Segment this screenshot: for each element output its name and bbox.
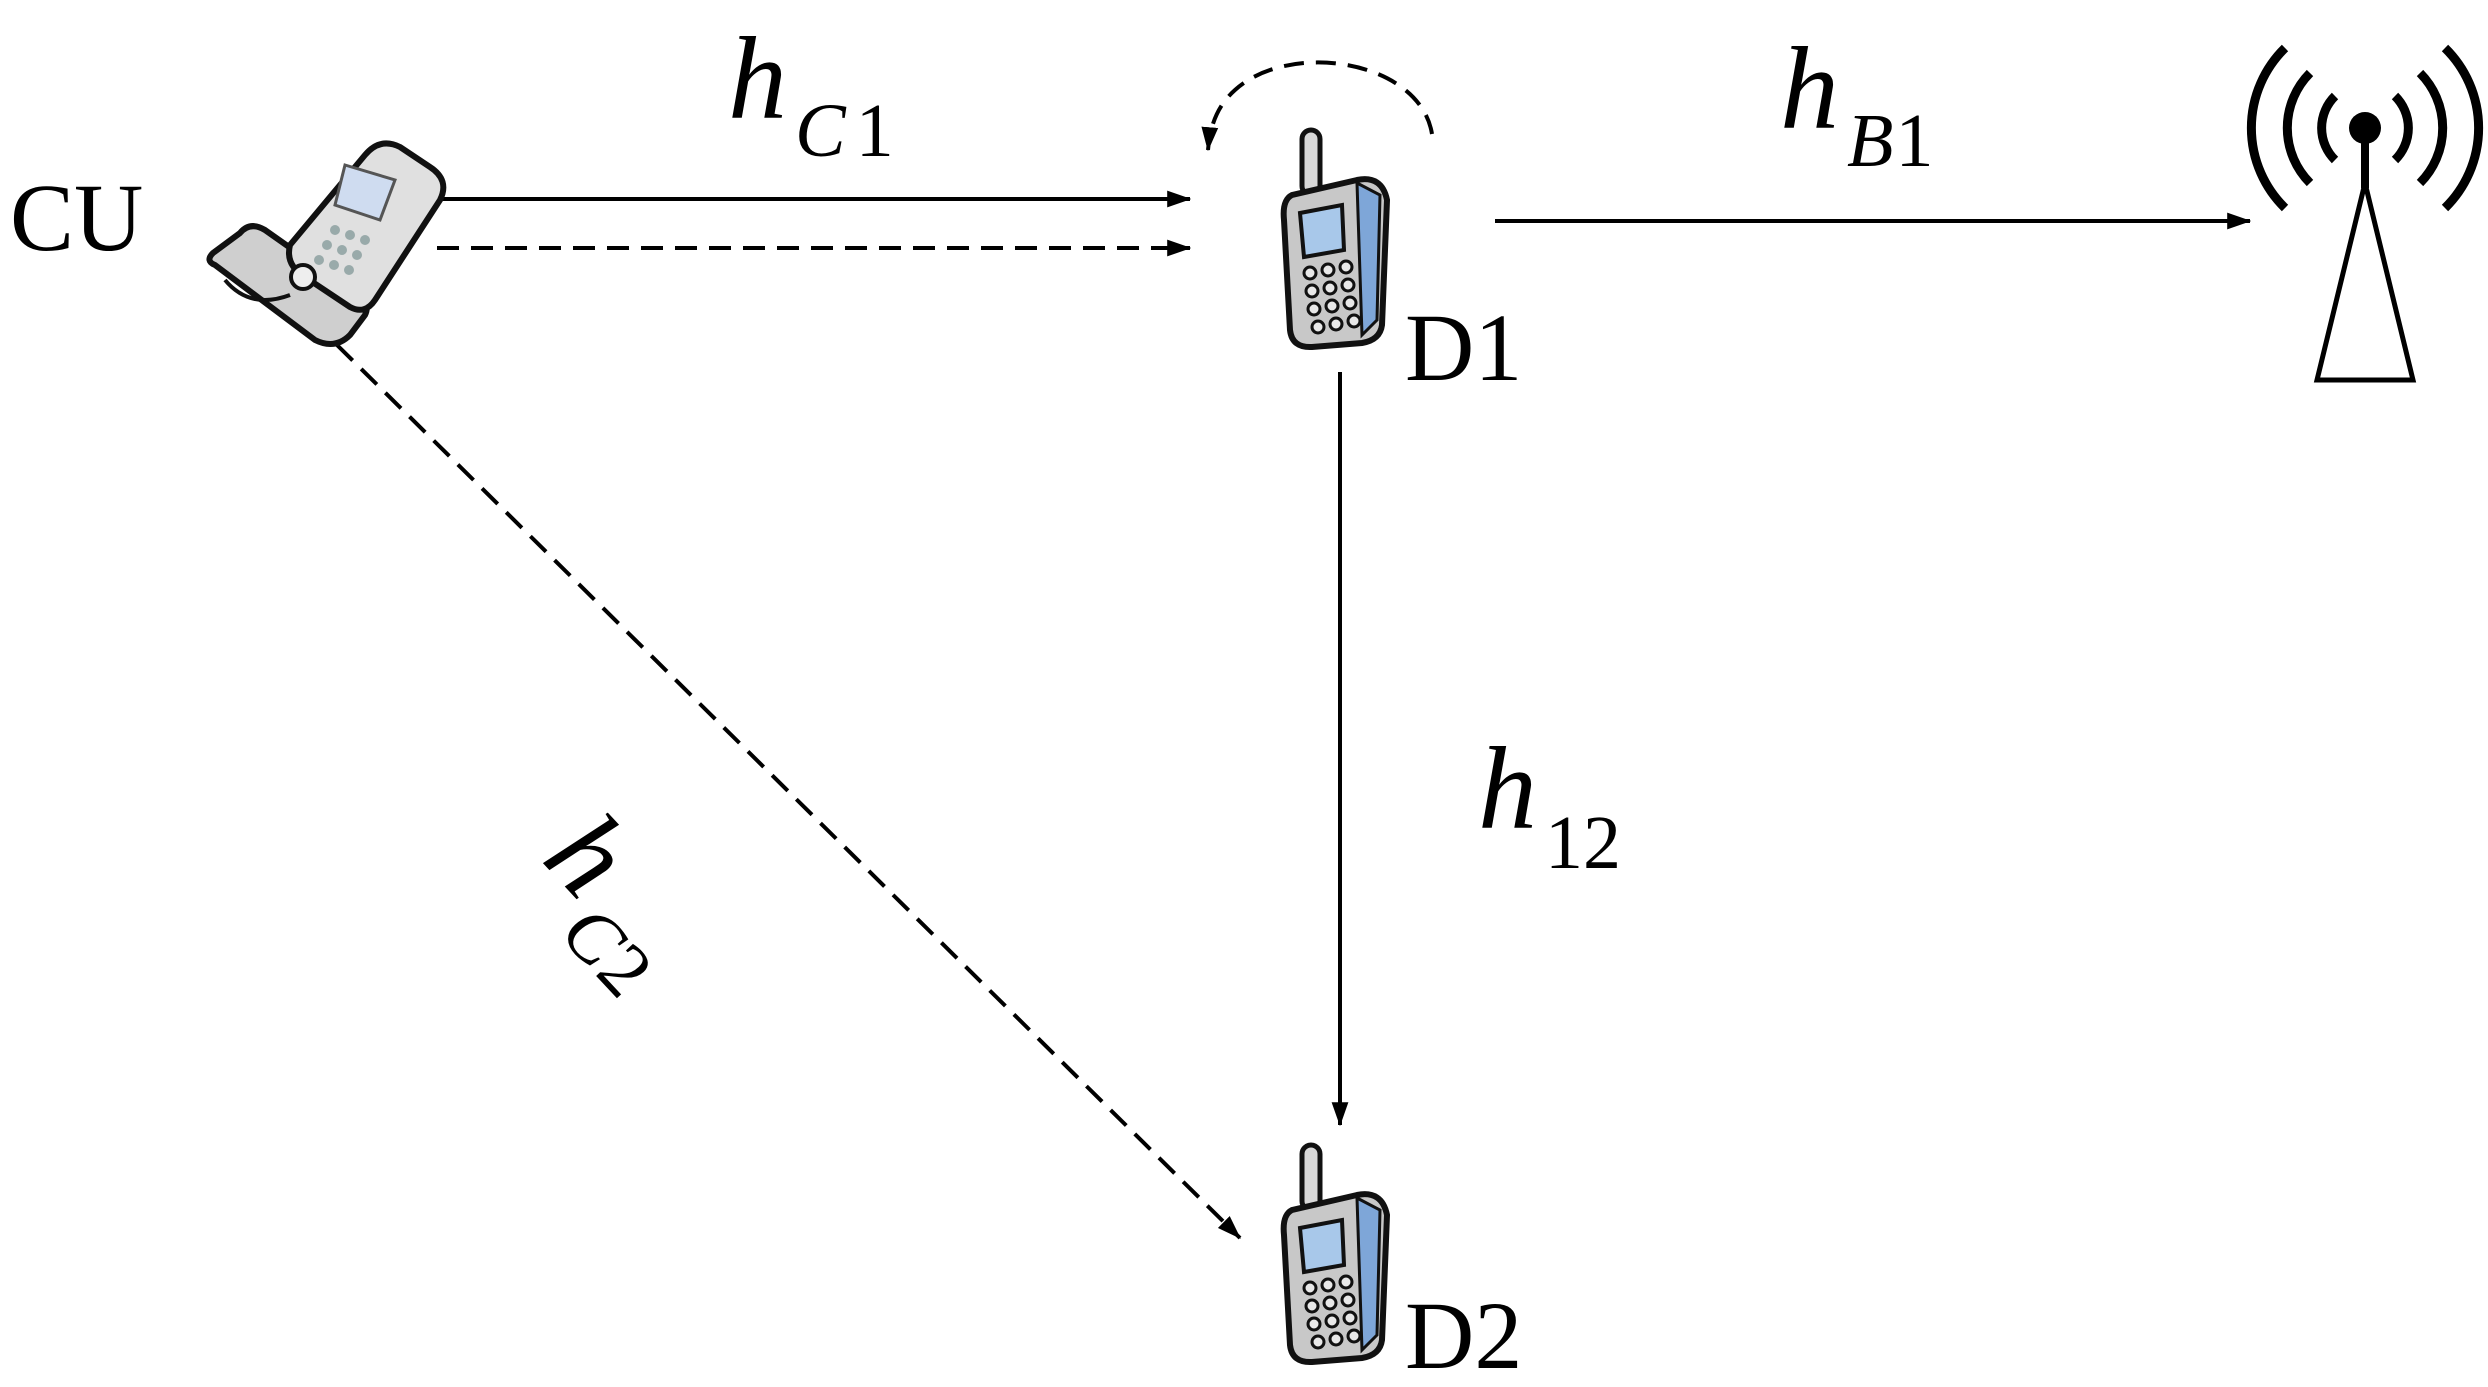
channel-hb1-sub-digit: 1 [1895, 99, 1933, 183]
channel-hc1-symbol: h [728, 13, 787, 144]
link-cu-d2-dashed [335, 343, 1242, 1240]
flip-phone-icon [206, 140, 447, 347]
channel-hc1-sub-digit: 1 [856, 89, 894, 173]
channel-h12-symbol: h [1478, 723, 1537, 854]
channel-hb1-symbol: h [1780, 23, 1839, 154]
base-station-tower-icon [2246, 44, 2484, 383]
d2-phone-icon [1280, 1142, 1391, 1366]
channel-hc2-symbol: h [521, 788, 657, 920]
channel-h12-sub-digit: 12 [1545, 801, 1621, 885]
node-label-d2: D2 [1405, 1282, 1522, 1387]
channel-hc1-sub-letter: C [795, 89, 847, 173]
d1-phone-icon [1280, 127, 1391, 351]
channel-label-hc2: hC2 [500, 788, 725, 1012]
channel-hb1-sub-letter: B [1847, 99, 1893, 183]
node-label-cu: CU [10, 164, 143, 271]
node-label-d1: D1 [1405, 294, 1522, 401]
link-d1-self-loop [1201, 60, 1434, 152]
